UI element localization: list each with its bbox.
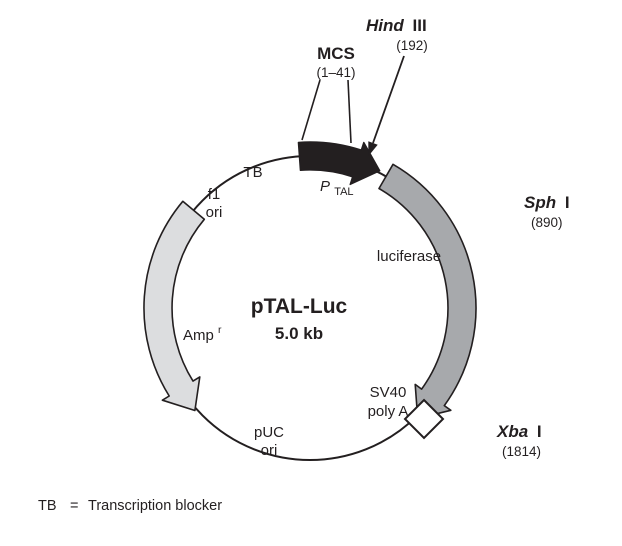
legend-equals: = — [70, 498, 78, 514]
mcs-pointer-line-right — [347, 79, 352, 144]
f1-ori-label-line1: f1 — [208, 186, 221, 203]
hind3-pointer-line — [372, 55, 405, 144]
amp-label: Amp r — [183, 324, 222, 344]
mcs-label: MCS — [317, 44, 355, 63]
legend-text: Transcription blocker — [88, 498, 222, 514]
puc-ori-label-line2: ori — [261, 442, 278, 459]
legend-line: TB = Transcription blocker — [38, 498, 222, 514]
amp-arrow — [143, 200, 206, 412]
xba1-position: (1814) — [502, 444, 541, 459]
luciferase-arrow — [378, 163, 477, 420]
plasmid-size: 5.0 kb — [275, 324, 323, 343]
puc-ori-label-line1: pUC — [254, 424, 284, 441]
sv40-label-line1: SV40 — [370, 384, 407, 401]
legend-abbr: TB — [38, 498, 57, 514]
mcs-range: (1–41) — [316, 65, 355, 80]
f1-ori-label-line2: ori — [206, 204, 223, 221]
hind3-label: Hind III — [366, 16, 427, 35]
sv40-label-line2: poly A — [368, 403, 409, 420]
xba1-label: Xba I — [496, 422, 542, 441]
mcs-pointer-line-left — [301, 79, 321, 141]
luciferase-label: luciferase — [377, 248, 441, 265]
sph1-label: Sph I — [524, 193, 570, 212]
sph1-position: (890) — [531, 215, 563, 230]
hind3-position: (192) — [396, 38, 428, 53]
tb-label: TB — [243, 164, 262, 181]
ptal-promoter-label: P TAL — [320, 178, 354, 198]
hind3-pointer-arrowhead — [368, 141, 378, 157]
plasmid-name: pTAL-Luc — [251, 295, 348, 318]
mcs-arrow — [297, 141, 381, 186]
sv40-polya-marker — [403, 398, 445, 440]
